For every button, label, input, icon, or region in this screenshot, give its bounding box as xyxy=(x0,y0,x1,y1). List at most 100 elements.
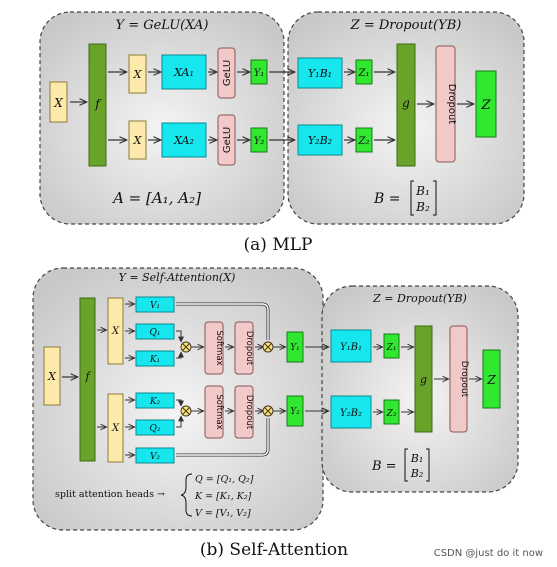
attn-y2-box xyxy=(286,395,304,427)
watermark: CSDN @just do it now xyxy=(434,548,543,559)
attn-y2b2-label: Y₂B₂ xyxy=(340,408,362,419)
attn-eq-q: Q = [Q₁, Q₂] xyxy=(195,474,254,485)
attn-z1-box xyxy=(383,333,400,359)
attn-f-box xyxy=(79,297,96,462)
mlp-x-box xyxy=(49,81,68,123)
attn-matmul4-icon xyxy=(262,405,274,417)
mlp-y1b1-box xyxy=(297,57,343,89)
attn-left-title: Y = Self-Attention(X) xyxy=(119,271,236,284)
attn-dropout1-label: Dropout xyxy=(244,331,254,366)
attn-matmul3-icon xyxy=(180,405,192,417)
mlp-g-box xyxy=(396,43,416,167)
mlp-gelu1-label: GeLU xyxy=(222,60,233,86)
mlp-z-box xyxy=(475,70,497,138)
attn-matmul1-icon xyxy=(180,341,192,353)
attn-dropout2-label: Dropout xyxy=(244,395,254,430)
attn-x-top-box xyxy=(107,297,124,365)
attn-y1b1-box xyxy=(330,329,372,363)
attn-x-box xyxy=(43,346,61,406)
mlp-y2-box xyxy=(250,127,268,153)
mlp-y2-label: Y₂ xyxy=(254,136,265,147)
attn-k1-box xyxy=(135,350,175,367)
attn-dropout-right-box xyxy=(449,325,468,433)
attn-x-top-label: X xyxy=(111,326,120,337)
attn-v1-label: V₁ xyxy=(150,301,160,311)
mlp-z1-label: Z₁ xyxy=(358,68,370,79)
attn-split-label: split attention heads → xyxy=(55,489,165,500)
mlp-z2-label: Z₂ xyxy=(358,136,370,147)
attn-x-bottom-box xyxy=(107,393,124,463)
attn-matmul2-icon xyxy=(262,341,274,353)
mlp-dropout-label: Dropout xyxy=(446,84,457,125)
mlp-diagram: Y = GeLU(XA) Z = Dropout(YB) X f X XA₁ G… xyxy=(39,11,525,255)
mlp-caption: (a) MLP xyxy=(244,235,313,255)
mlp-gelu2-box xyxy=(217,114,236,166)
attn-q1-box xyxy=(135,323,175,340)
mlp-g-label: g xyxy=(402,96,410,110)
attn-softmax1-box xyxy=(204,321,224,375)
attn-v1-box xyxy=(135,296,175,313)
mlp-z2-box xyxy=(355,127,373,153)
mlp-b-bracket-left xyxy=(410,180,414,216)
mlp-right-title: Z = Dropout(YB) xyxy=(350,18,462,33)
attn-softmax1-label: Softmax xyxy=(214,330,224,365)
mlp-a-equation: A = [A₁, A₂] xyxy=(111,189,201,207)
mlp-x-top-box xyxy=(128,54,147,94)
attn-right-title: Z = Dropout(YB) xyxy=(372,292,467,305)
mlp-xa1-box xyxy=(161,54,207,90)
mlp-z-label: Z xyxy=(480,98,491,113)
attn-softmax2-box xyxy=(204,385,224,439)
mlp-y1-label: Y₁ xyxy=(254,68,265,79)
attn-softmax2-label: Softmax xyxy=(214,394,224,429)
attn-y2b2-box xyxy=(330,395,372,429)
mlp-gelu1-box xyxy=(217,47,236,99)
attention-caption: (b) Self-Attention xyxy=(200,540,348,560)
mlp-x-label: X xyxy=(53,96,63,110)
mlp-xa2-box xyxy=(161,122,207,158)
attn-dropout2-box xyxy=(234,385,254,439)
mlp-b1-label: B₁ xyxy=(415,184,430,198)
mlp-xa2-label: XA₂ xyxy=(173,134,194,147)
mlp-f-label: f xyxy=(94,97,102,111)
mlp-x-bottom-label: X xyxy=(133,134,143,147)
mlp-b2-label: B₂ xyxy=(415,200,430,214)
mlp-left-title: Y = GeLU(XA) xyxy=(115,18,208,33)
mlp-dropout-box xyxy=(435,45,456,163)
attn-k2-label: K₂ xyxy=(149,397,161,407)
attn-b-equation-lhs: B = xyxy=(371,459,397,474)
attn-g-label: g xyxy=(420,373,427,386)
mlp-y2b2-box xyxy=(297,124,343,156)
attn-k2-box xyxy=(135,392,175,409)
attn-z2-box xyxy=(383,399,400,425)
attn-z2-label: Z₂ xyxy=(386,409,397,419)
attn-b1-label: B₁ xyxy=(410,452,424,465)
attn-split-brace xyxy=(180,473,193,517)
attn-y1-label: Y₁ xyxy=(290,343,300,353)
mlp-b-equation-lhs: B = xyxy=(373,191,400,207)
attn-dropout1-box xyxy=(234,321,254,375)
attn-q2-label: Q₂ xyxy=(150,424,161,434)
attn-q2-box xyxy=(135,419,175,436)
attn-q1-label: Q₁ xyxy=(150,328,161,338)
attn-y1b1-label: Y₁B₁ xyxy=(340,342,362,353)
attn-b2-label: B₂ xyxy=(410,467,424,480)
mlp-b-bracket-right xyxy=(433,180,437,216)
attn-eq-k: K = [K₁, K₂] xyxy=(194,491,252,502)
mlp-x-bottom-box xyxy=(128,120,147,160)
attn-b-bracket-right xyxy=(426,448,430,482)
attn-z1-label: Z₁ xyxy=(386,343,397,353)
attn-z-box xyxy=(482,349,501,409)
attn-k1-label: K₁ xyxy=(149,355,160,365)
attn-x-label: X xyxy=(47,370,57,383)
attn-dropout-right-label: Dropout xyxy=(459,361,469,398)
attn-z-label: Z xyxy=(486,373,496,387)
mlp-xa1-label: XA₁ xyxy=(173,66,194,79)
mlp-y1b1-label: Y₁B₁ xyxy=(308,67,332,80)
mlp-y2b2-label: Y₂B₂ xyxy=(308,134,332,147)
mlp-f-box xyxy=(88,43,107,167)
mlp-z1-box xyxy=(355,59,373,85)
attn-f-label: f xyxy=(84,370,91,383)
attn-y2-label: Y₂ xyxy=(290,407,300,417)
mlp-gelu2-label: GeLU xyxy=(222,127,233,153)
